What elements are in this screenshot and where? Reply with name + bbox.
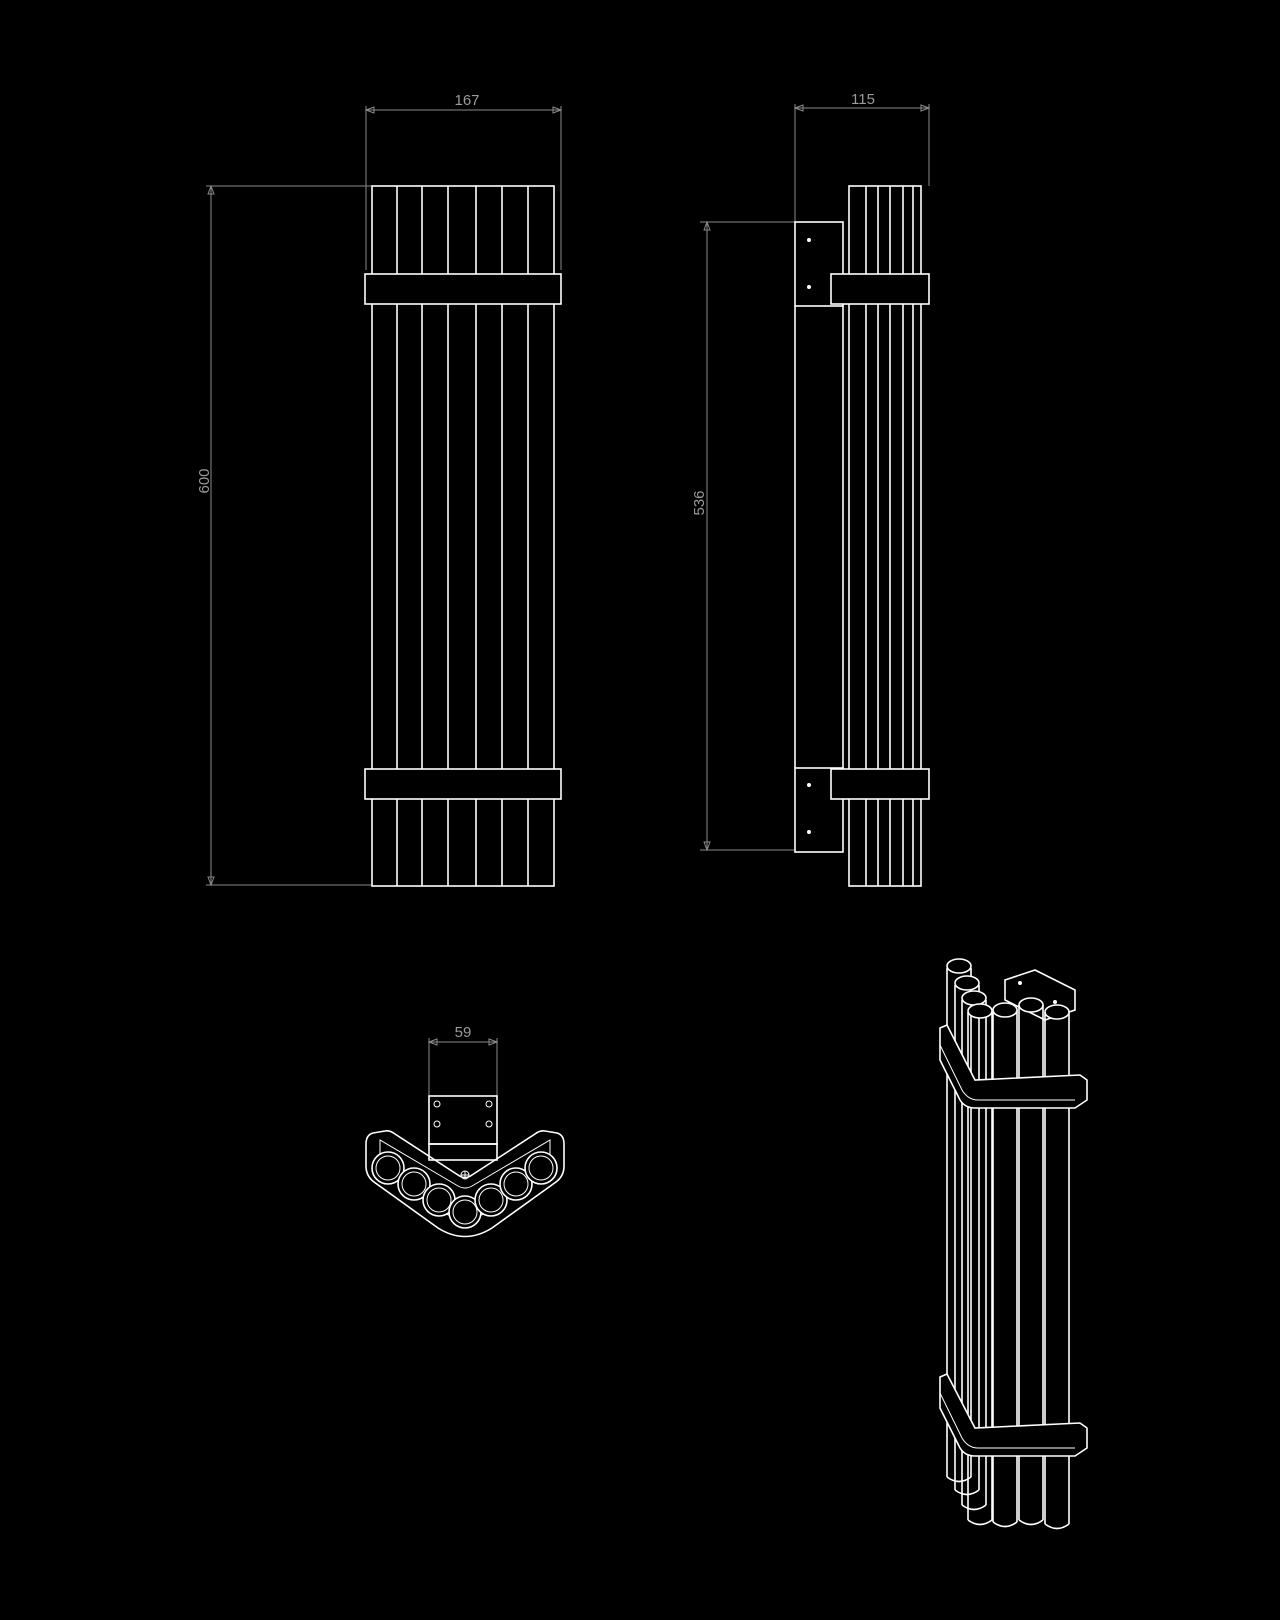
front-height-label: 600: [196, 468, 213, 493]
side-depth-dimension: 115: [793, 91, 931, 222]
side-view: 115 536: [691, 91, 931, 887]
top-bracket-width-label: 59: [455, 1024, 472, 1041]
side-depth-label: 115: [851, 91, 875, 108]
iso-wall-plate: [1004, 969, 1076, 1021]
front-bottom-band: [364, 768, 562, 800]
front-height-dimension: 600: [196, 184, 372, 887]
top-bracket-dimension: 59: [427, 1024, 499, 1096]
front-width-label: 167: [454, 92, 479, 109]
side-bottom-band: [830, 768, 930, 800]
side-top-band: [830, 273, 930, 305]
side-height-dimension: 536: [691, 220, 795, 852]
top-bracket-plate: [428, 1095, 498, 1161]
side-wall-bracket: [794, 221, 844, 853]
side-height-label: 536: [691, 490, 708, 515]
iso-top-band: [939, 1023, 1088, 1109]
top-view: 59: [365, 1024, 565, 1238]
top-tube-circles: [371, 1151, 558, 1229]
isometric-view: [939, 958, 1088, 1530]
iso-tube-tops: [946, 958, 1070, 1020]
front-top-band: [364, 273, 562, 305]
front-view: 167 600: [196, 92, 563, 887]
iso-bottom-band: [939, 1372, 1088, 1457]
front-width-dimension: 167: [364, 92, 563, 270]
